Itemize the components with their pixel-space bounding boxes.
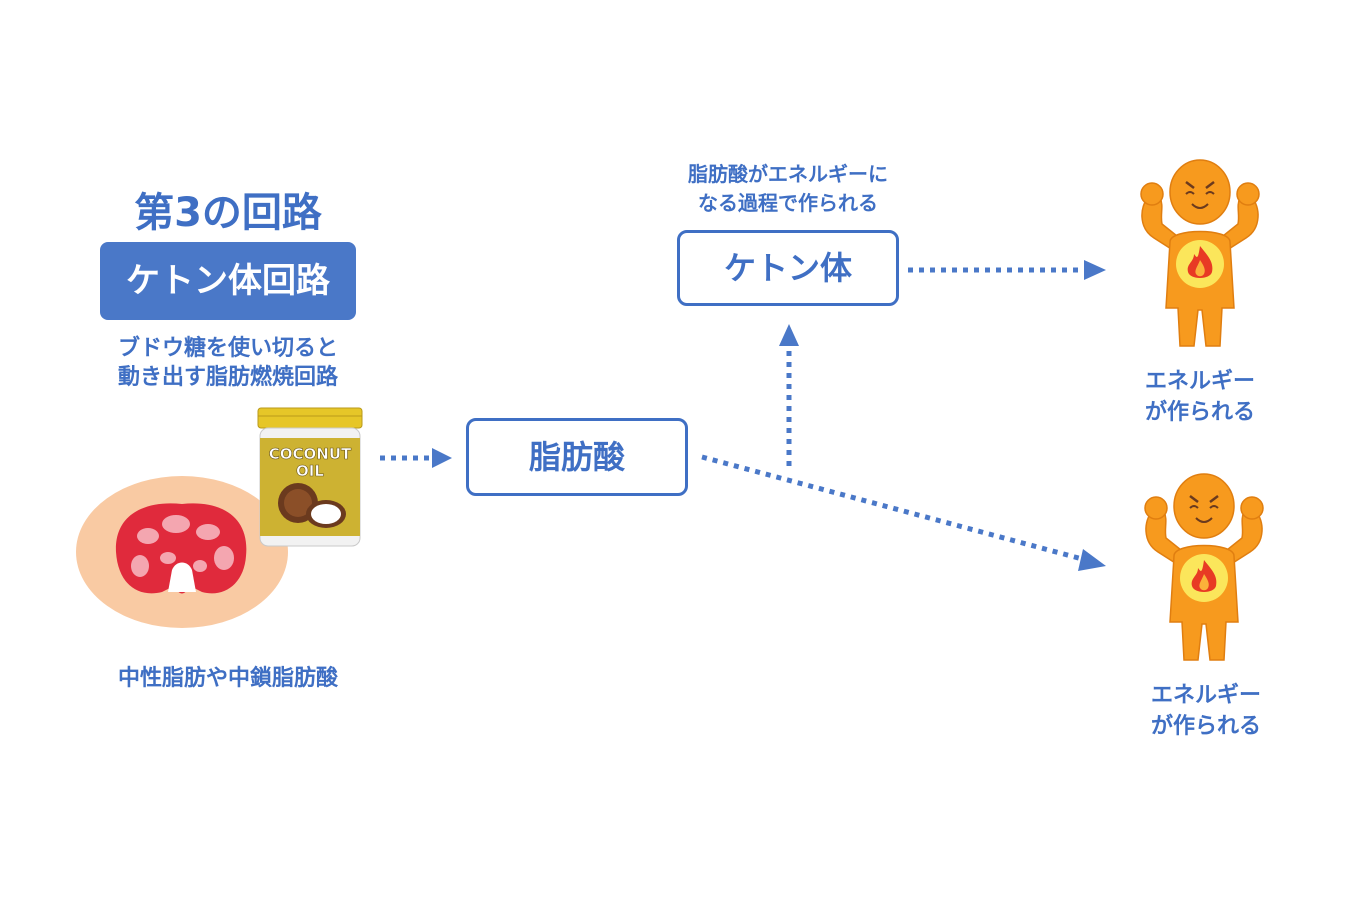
ketone-process-note-line-2: なる過程で作られる	[698, 191, 878, 215]
page-title: 第3の回路	[134, 190, 322, 236]
coconut-jar-label-1: COCONUT	[269, 445, 352, 463]
energetic-person-icon-top	[1140, 159, 1260, 347]
arrowhead-to-ketone	[779, 324, 799, 346]
energy-label-bottom: エネルギー が作られる	[1116, 680, 1296, 742]
flame-icon	[1176, 240, 1224, 288]
energy-label-bottom-line-2: が作られる	[1150, 714, 1261, 739]
arrowhead-ketone-to-energy	[1084, 260, 1106, 280]
pathway-description: ブドウ糖を使い切ると 動き出す脂肪燃焼回路	[70, 334, 386, 392]
pathway-badge: ケトン体回路	[100, 242, 356, 320]
pathway-description-line-1: ブドウ糖を使い切ると	[117, 336, 338, 361]
arrowhead-fatty-acid-to-energy	[1078, 549, 1106, 571]
energy-label-bottom-line-1: エネルギー	[1150, 683, 1261, 708]
source-label: 中性脂肪や中鎖脂肪酸	[117, 666, 338, 691]
belly-fat-cross-section-icon	[76, 476, 288, 628]
energy-label-top-line-1: エネルギー	[1144, 369, 1255, 394]
arrow-fatty-acid-to-energy	[701, 454, 1087, 563]
ketone-process-note-line-1: 脂肪酸がエネルギーに	[688, 162, 888, 186]
flame-icon	[1180, 554, 1228, 602]
energy-label-top: エネルギー が作られる	[1110, 366, 1290, 428]
arrowhead-to-fatty-acid	[432, 448, 452, 468]
fatty-acid-node: 脂肪酸	[466, 418, 688, 496]
energy-label-top-line-2: が作られる	[1144, 400, 1255, 425]
coconut-jar-label-2: OIL	[296, 462, 324, 480]
pathway-description-line-2: 動き出す脂肪燃焼回路	[117, 365, 338, 390]
ketone-process-note: 脂肪酸がエネルギーに なる過程で作られる	[640, 160, 936, 218]
energetic-person-icon-bottom	[1144, 473, 1264, 661]
coconut-oil-jar-icon: COCONUT OIL	[257, 407, 363, 547]
ketone-node: ケトン体	[677, 230, 899, 306]
